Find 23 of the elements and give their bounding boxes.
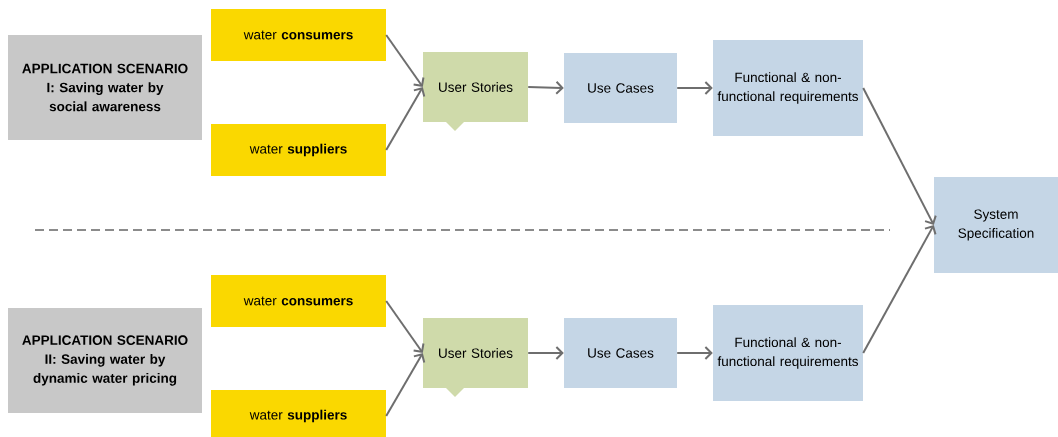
speech-bubble: User Stories — [423, 318, 528, 397]
process-box: Use Cases — [564, 318, 677, 388]
process-box: Use Cases — [564, 53, 677, 123]
scenario-box: APPLICATION SCENARIO II: Saving water by dynamic water pricing — [8, 308, 202, 413]
arrow — [527, 346, 564, 360]
arrow — [385, 34, 425, 87]
arrow — [385, 353, 426, 417]
stakeholder-box: water suppliers — [211, 124, 386, 176]
stakeholder-box: water consumers — [211, 275, 386, 327]
process-box: System Specification — [934, 177, 1058, 273]
arrow — [676, 346, 713, 360]
arrow — [385, 87, 426, 151]
process-box: Functional & non-functional requirements — [713, 305, 863, 401]
speech-bubble: User Stories — [423, 52, 528, 131]
arrow — [385, 300, 425, 353]
arrow — [527, 80, 564, 95]
arrow — [676, 81, 713, 95]
stakeholder-box: water consumers — [211, 9, 386, 61]
scenario-box: APPLICATION SCENARIO I: Saving water by social awareness — [8, 35, 202, 140]
process-box: Functional & non-functional requirements — [713, 40, 863, 136]
arrow — [862, 225, 937, 354]
stakeholder-box: water suppliers — [211, 390, 386, 437]
arrow — [862, 87, 937, 225]
